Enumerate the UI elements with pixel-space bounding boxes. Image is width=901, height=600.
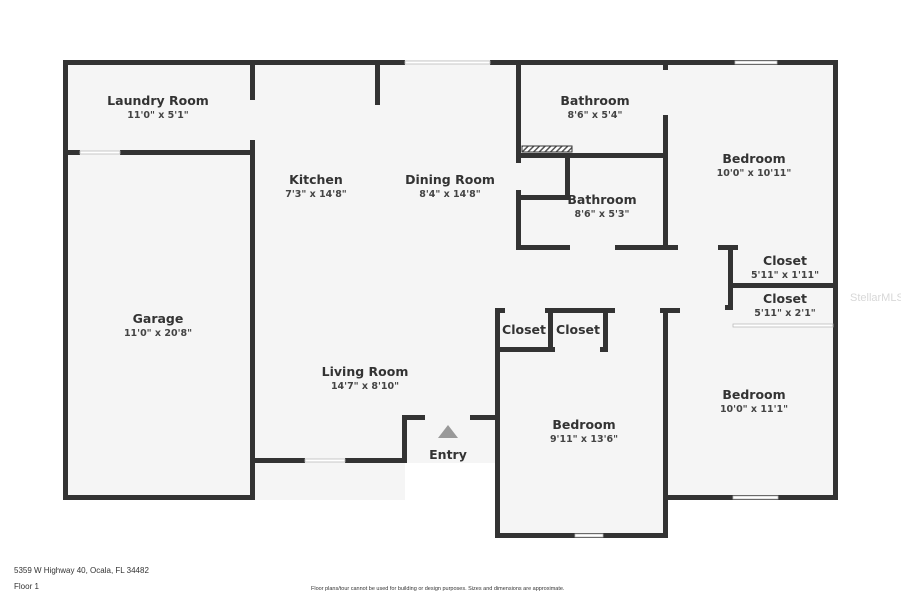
room-closet-4: Closet: [556, 322, 600, 337]
wall: [660, 308, 680, 313]
wall: [663, 60, 668, 70]
wall: [668, 245, 678, 250]
floor-label: Floor 1: [14, 582, 39, 591]
address: 5359 W Highway 40, Ocala, FL 34482: [14, 566, 149, 575]
hatch-fixture: [521, 145, 573, 153]
room-closet-3: Closet: [502, 322, 546, 337]
wall: [495, 308, 500, 538]
wall: [615, 245, 668, 250]
wall: [565, 153, 570, 200]
entry-arrow-icon: [438, 425, 458, 438]
wall: [63, 495, 255, 500]
window: [574, 533, 604, 538]
watermark: StellarMLS: [850, 292, 901, 304]
wall: [516, 245, 570, 250]
wall: [548, 308, 553, 352]
wall: [470, 415, 497, 420]
wall: [545, 308, 615, 313]
wall: [833, 60, 838, 500]
wall: [63, 60, 405, 65]
disclaimer: Floor plans/tour cannot be used for buil…: [311, 586, 565, 592]
window: [304, 458, 346, 463]
wall: [516, 190, 521, 250]
window: [79, 150, 121, 155]
window: [734, 60, 778, 65]
wall: [495, 347, 555, 352]
wall: [521, 195, 568, 200]
wall: [516, 60, 521, 163]
wall: [375, 65, 380, 105]
window: [404, 60, 491, 65]
wall: [250, 60, 255, 100]
wall: [250, 140, 255, 500]
wall: [521, 153, 668, 158]
window: [732, 495, 779, 500]
wall: [120, 150, 255, 155]
wall: [63, 60, 68, 500]
wall: [600, 347, 608, 352]
window: [732, 323, 834, 328]
wall: [402, 415, 425, 420]
wall: [603, 308, 608, 352]
wall: [63, 150, 80, 155]
wall: [725, 305, 733, 310]
wall: [402, 415, 407, 463]
wall: [733, 283, 838, 288]
walls: [63, 60, 838, 538]
wall: [663, 308, 668, 538]
entry-label: Entry: [429, 447, 467, 462]
wall: [255, 458, 305, 463]
wall: [728, 245, 733, 310]
wall: [663, 115, 668, 250]
wall: [495, 308, 505, 313]
wall: [345, 458, 405, 463]
